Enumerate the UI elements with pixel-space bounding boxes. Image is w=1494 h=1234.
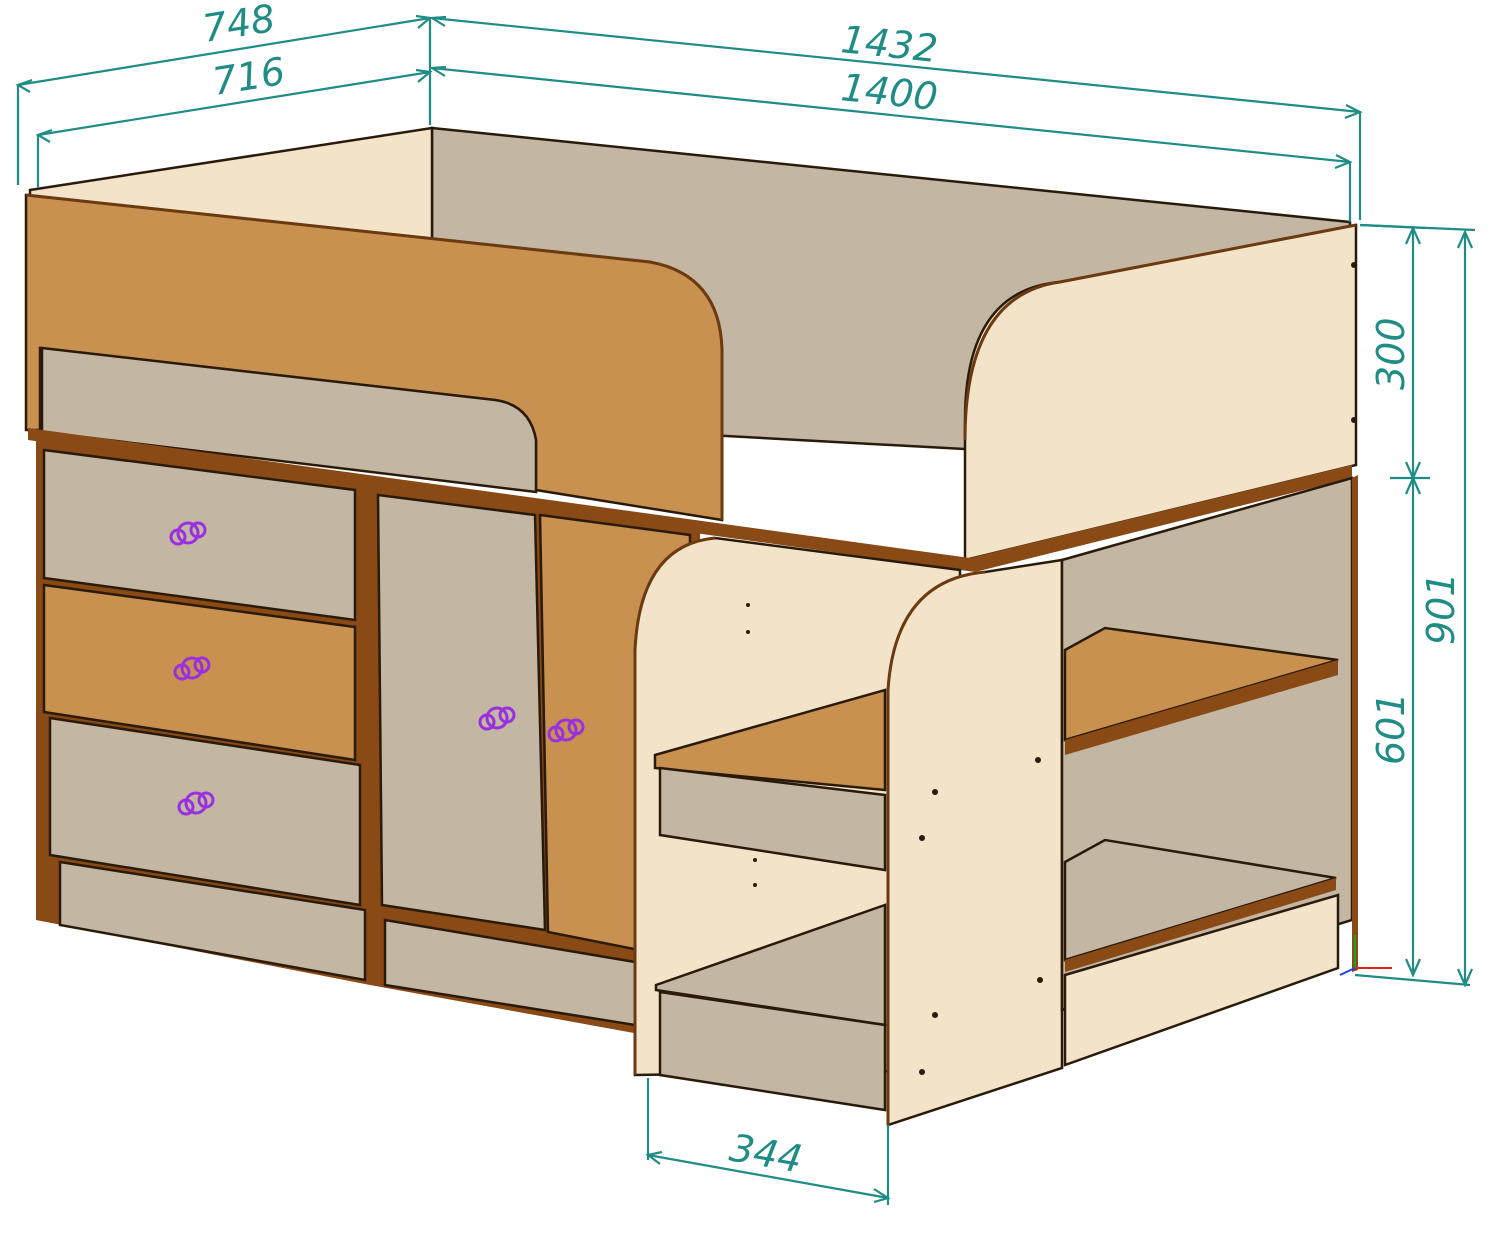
dim-1400: 1400 (839, 65, 940, 119)
dim-1432: 1432 (839, 17, 940, 71)
dim-601: 601 (1369, 692, 1413, 765)
ladder-side-panel (886, 558, 1064, 1127)
dimension-lines: 748 716 1432 1400 300 901 601 344 (15, 0, 1476, 1205)
drawer-1 (42, 448, 357, 622)
dim-901: 901 (1419, 572, 1463, 645)
shelf-plinth (1063, 893, 1340, 1067)
drawer-3 (48, 716, 362, 907)
right-end-lower-panel (1352, 475, 1358, 972)
drawer-knob-icon (169, 521, 585, 816)
shelf-upper-edge (1065, 660, 1338, 755)
dim-748: 748 (200, 0, 279, 51)
drawer-plinth (58, 860, 367, 982)
step-upper-top (653, 688, 887, 792)
shelf-lower-edge (1065, 878, 1336, 972)
cabinet-door-left (376, 493, 547, 932)
fastener-dots (746, 262, 1357, 1075)
coordinate-axes-icon (1339, 935, 1392, 976)
step-lower-front (658, 990, 887, 1112)
step-upper-front (658, 766, 887, 872)
bed-model (24, 126, 1392, 1127)
top-gray-inner (40, 346, 538, 494)
dim-344: 344 (726, 1126, 805, 1182)
dim-300: 300 (1369, 317, 1413, 390)
